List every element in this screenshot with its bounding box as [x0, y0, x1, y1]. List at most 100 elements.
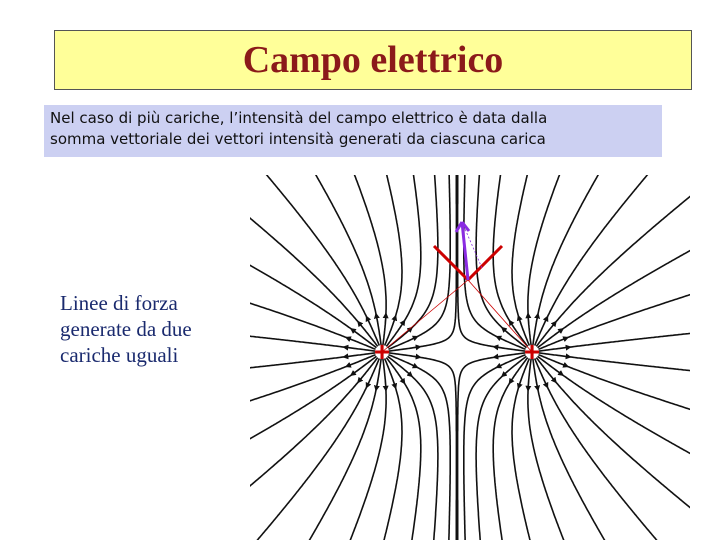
field-line — [456, 175, 526, 352]
field-line — [314, 175, 382, 346]
subtitle-text: Nel caso di più cariche, l’intensità del… — [50, 109, 548, 148]
field-line — [387, 355, 439, 540]
field-arrow — [382, 379, 389, 392]
field-line — [250, 352, 376, 369]
field-arrow — [492, 344, 505, 351]
field-arrow — [548, 373, 557, 384]
field-arrow — [373, 379, 380, 392]
field-arrow — [500, 368, 511, 378]
field-arrow — [508, 319, 516, 330]
field-line — [463, 353, 526, 540]
field-arrow — [409, 344, 422, 351]
field-line — [388, 175, 458, 352]
field-arrow — [344, 336, 357, 342]
field-line — [250, 264, 377, 349]
field-line — [250, 357, 379, 487]
field-line — [463, 175, 526, 351]
field-line — [388, 175, 451, 351]
field-arrow — [492, 353, 505, 360]
field-arrow — [391, 314, 398, 327]
field-arrow — [365, 377, 372, 389]
field-arrow — [525, 379, 532, 392]
field-arrow — [557, 336, 570, 342]
field-arrow — [342, 353, 355, 360]
field-line — [250, 302, 376, 351]
vector-e1 — [432, 244, 470, 282]
field-arrow — [409, 353, 422, 360]
field-arrow — [516, 377, 523, 390]
field-arrow — [342, 344, 355, 351]
field-line — [387, 175, 439, 349]
field-line — [383, 175, 403, 346]
field-arrow — [542, 315, 549, 327]
vector-resultant — [460, 221, 470, 281]
field-arrow — [349, 328, 361, 336]
guide-line-left — [381, 279, 469, 353]
field-line — [388, 353, 451, 540]
field-arrow — [525, 312, 532, 325]
field-arrow — [559, 344, 572, 351]
field-arrow — [495, 362, 507, 369]
field-line — [532, 175, 600, 346]
field-arrow — [495, 335, 507, 342]
field-line — [385, 357, 422, 540]
field-arrow — [398, 319, 406, 330]
field-arrow — [516, 314, 523, 327]
field-line — [308, 358, 382, 540]
field-lines-svg: ++ — [250, 175, 690, 540]
charge-symbol: + — [524, 336, 540, 367]
field-line — [537, 249, 690, 349]
field-arrow — [382, 312, 389, 325]
field-line — [492, 357, 529, 540]
charge-symbol: + — [374, 336, 390, 367]
field-arrow — [403, 368, 414, 378]
field-lines-group — [250, 175, 690, 540]
field-line — [250, 217, 379, 347]
field-arrow — [357, 320, 366, 331]
subtitle-box: Nel caso di più cariche, l’intensità del… — [44, 105, 662, 157]
charges-group: ++ — [374, 336, 540, 367]
field-line — [492, 175, 529, 347]
field-line — [256, 358, 381, 540]
field-arrow — [407, 362, 419, 369]
field-arrow — [534, 379, 541, 392]
field-arrow — [373, 312, 380, 325]
field-arrow — [357, 373, 366, 384]
parallelogram-guide — [461, 221, 483, 269]
title-box: Campo elettrico — [54, 30, 692, 90]
field-arrow — [403, 326, 414, 336]
page-title: Campo elettrico — [242, 39, 504, 81]
field-line — [250, 335, 376, 352]
guide-line-right — [467, 279, 533, 353]
field-line — [456, 352, 526, 540]
field-arrow — [407, 335, 419, 342]
field-line — [475, 355, 527, 540]
vector-e2 — [466, 244, 504, 282]
field-line — [533, 358, 658, 540]
field-arrow — [365, 315, 372, 327]
field-arrow — [542, 377, 549, 389]
field-line — [250, 353, 376, 402]
vectors-group — [381, 221, 533, 353]
diagram-caption: Linee di forza generate da due cariche u… — [60, 291, 192, 367]
field-arrow — [553, 328, 565, 336]
field-arrow — [508, 374, 516, 385]
field-line — [535, 195, 690, 347]
field-line — [265, 175, 381, 346]
field-line — [532, 358, 606, 540]
field-arrow — [500, 326, 511, 336]
field-line — [533, 175, 649, 346]
field-arrow — [548, 320, 557, 331]
field-line — [537, 355, 690, 455]
field-arrow — [344, 362, 357, 368]
field-line — [385, 175, 422, 347]
field-line — [535, 357, 690, 509]
field-arrow — [391, 377, 398, 390]
field-arrow — [349, 368, 361, 376]
field-arrow — [557, 362, 570, 368]
field-line — [511, 175, 531, 346]
field-arrow — [559, 353, 572, 360]
field-lines-diagram: ++ — [250, 175, 690, 540]
vector-resultant-head-a — [454, 221, 464, 233]
field-arrow — [398, 374, 406, 385]
